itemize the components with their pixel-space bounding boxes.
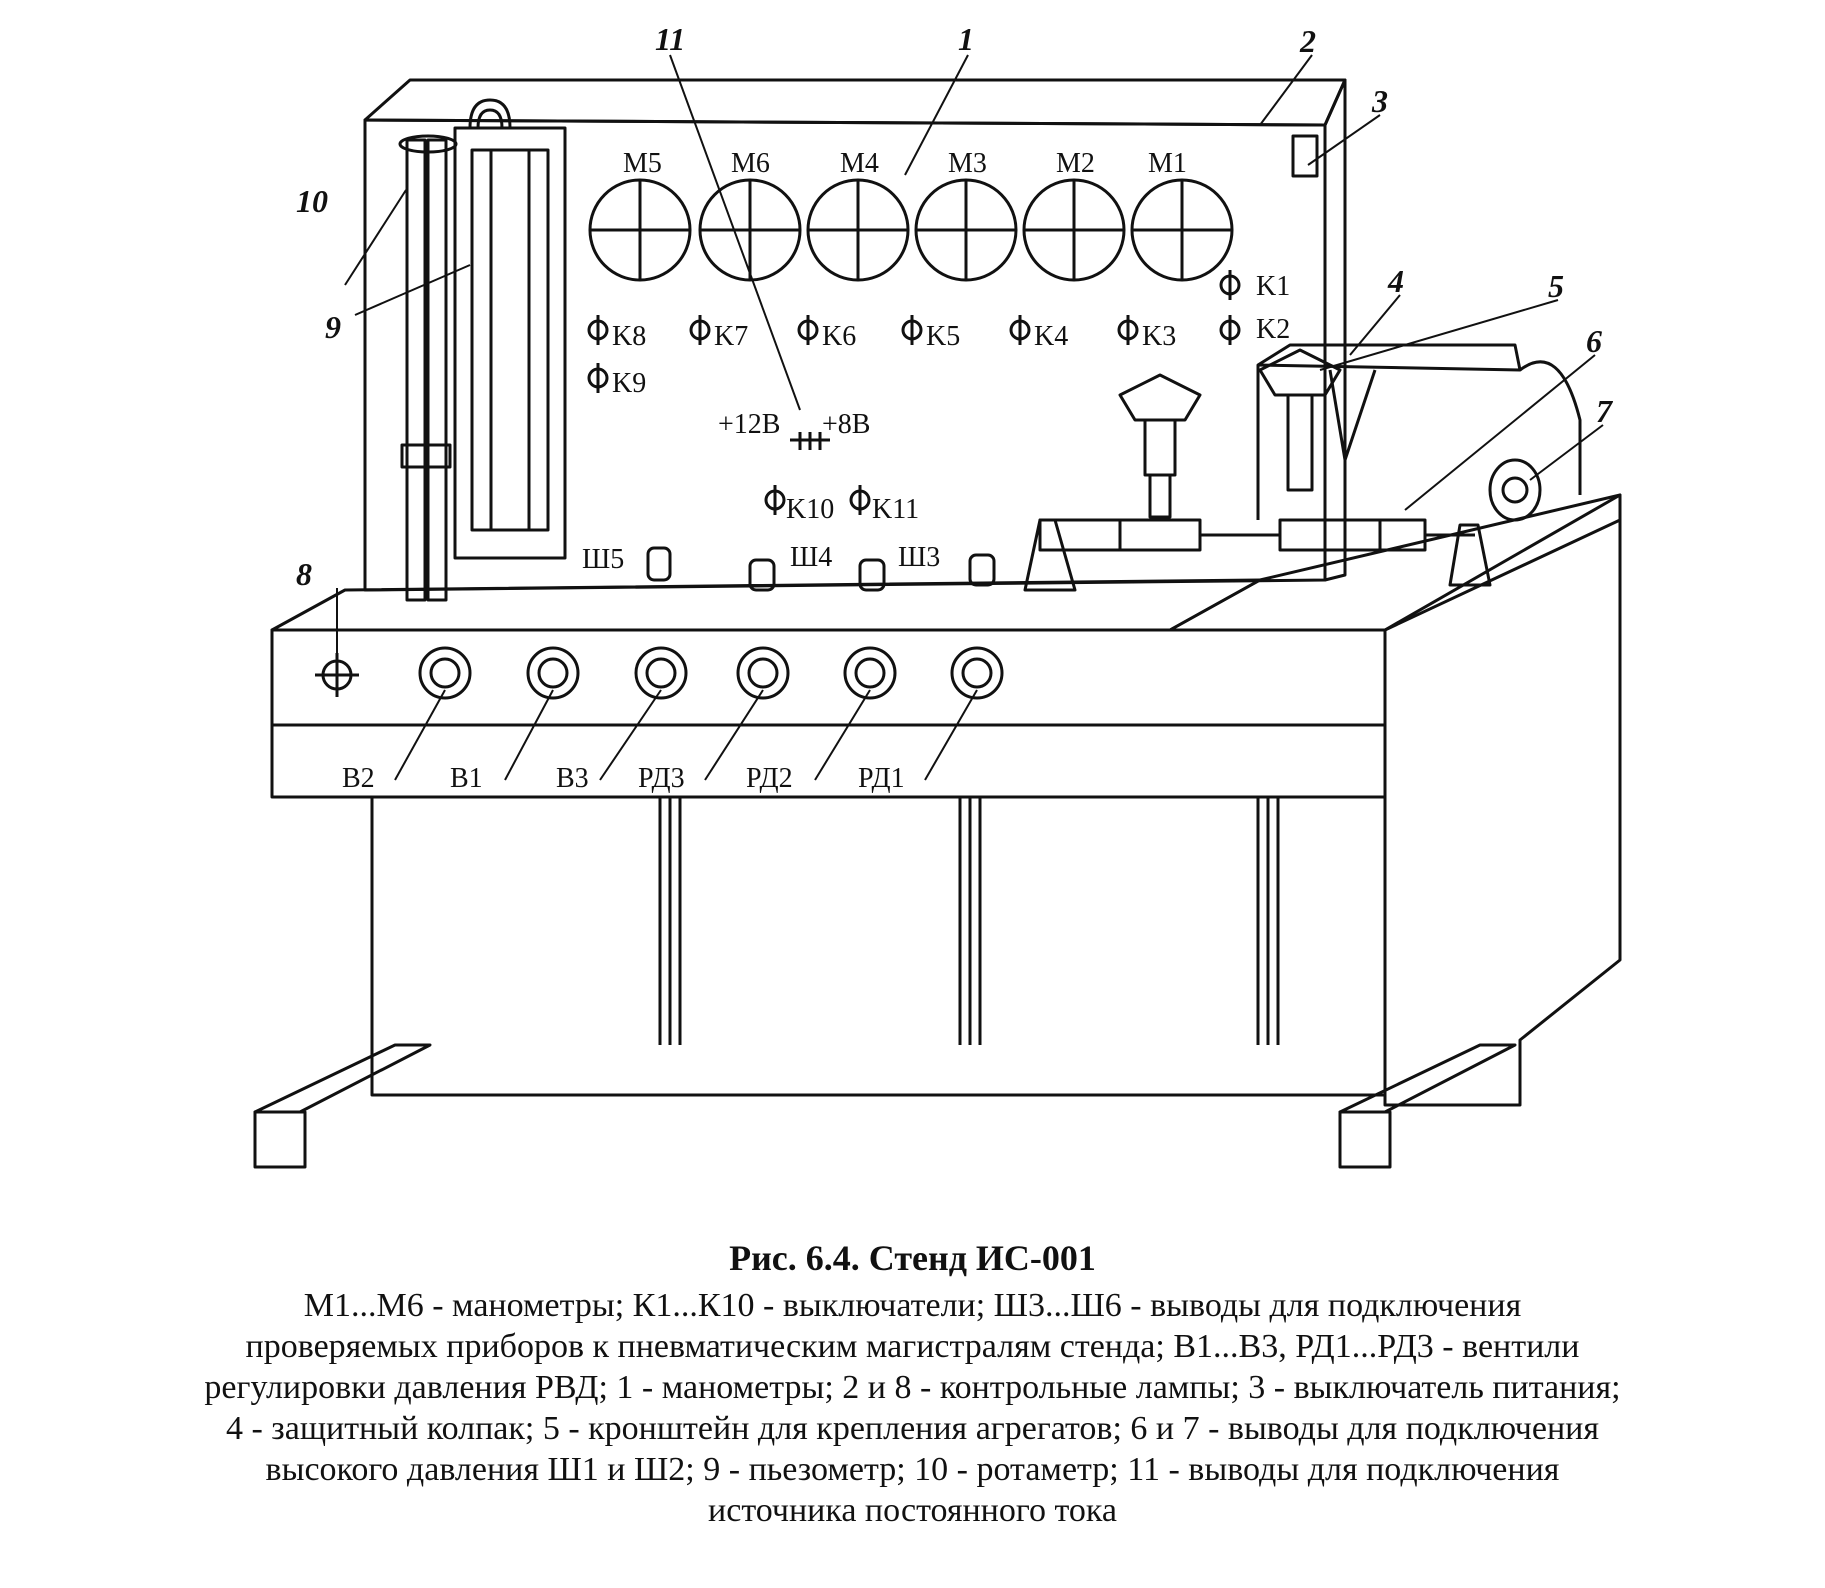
label-m2: M2 <box>1056 148 1095 179</box>
figure-caption: M1...M6 - манометры; К1...К10 - выключат… <box>0 1285 1825 1531</box>
instrument-panel <box>363 78 1347 592</box>
label-k1: K1 <box>1256 271 1290 302</box>
label-k2: K2 <box>1256 314 1290 345</box>
switch-symbols <box>587 270 1241 515</box>
callout-8: 8 <box>296 556 312 592</box>
callout-4: 4 <box>1387 263 1404 299</box>
label-k10: K10 <box>786 494 834 525</box>
label-m3: M3 <box>948 148 987 179</box>
test-stand-drawing: M5 M6 M4 M3 M2 M1 K8 K7 K6 K5 K4 K3 K9 K… <box>253 21 1622 1169</box>
label-k8: K8 <box>612 321 646 352</box>
callout-7: 7 <box>1596 393 1614 429</box>
drawing-labels: M5 M6 M4 M3 M2 M1 K8 K7 K6 K5 K4 K3 K9 K… <box>296 21 1614 794</box>
label-rd1: РД1 <box>858 763 905 794</box>
label-k6: K6 <box>822 321 856 352</box>
label-k5: K5 <box>926 321 960 352</box>
control-lamp-8 <box>315 653 359 697</box>
label-k4: K4 <box>1034 321 1068 352</box>
leader-lines <box>336 54 1604 781</box>
label-8v: +8B <box>822 409 870 440</box>
caption-line: высокого давления Ш1 и Ш2; 9 - пьезометр… <box>265 1451 1560 1488</box>
label-m5: M5 <box>623 148 662 179</box>
gauge-m4 <box>806 178 910 282</box>
label-12v: +12B <box>718 409 780 440</box>
gauge-m2 <box>1022 178 1126 282</box>
valve-knobs <box>418 646 1004 700</box>
power-switch <box>1291 134 1319 178</box>
unit-mount-assembly <box>1023 348 1492 592</box>
work-table <box>270 493 1622 1107</box>
table-base <box>253 795 1517 1169</box>
gauge-m3 <box>914 178 1018 282</box>
callout-9: 9 <box>325 309 341 345</box>
label-m1: M1 <box>1148 148 1187 179</box>
piezometer <box>453 98 567 560</box>
label-m6: M6 <box>731 148 770 179</box>
hp-outlet-7 <box>1488 458 1542 522</box>
label-rd2: РД2 <box>746 763 793 794</box>
label-m4: M4 <box>840 148 879 179</box>
callout-11: 11 <box>655 21 685 57</box>
gauge-m6 <box>698 178 802 282</box>
callout-5: 5 <box>1548 268 1564 304</box>
callout-1: 1 <box>958 21 974 57</box>
callout-6: 6 <box>1586 323 1602 359</box>
label-sh5: Ш5 <box>582 544 624 575</box>
caption-line: проверяемых приборов к пневматическим ма… <box>245 1328 1580 1365</box>
caption-line: регулировки давления РВД; 1 - манометры;… <box>204 1369 1621 1406</box>
callout-2: 2 <box>1299 23 1316 59</box>
label-sh4: Ш4 <box>790 542 832 573</box>
label-sh3: Ш3 <box>898 542 940 573</box>
manometer-row <box>588 178 1234 282</box>
label-k11: K11 <box>872 494 919 525</box>
caption-line: M1...M6 - манометры; К1...К10 - выключат… <box>303 1287 1522 1324</box>
caption-line: источника постоянного тока <box>708 1492 1117 1529</box>
label-b2: B2 <box>342 763 375 794</box>
label-rd3: РД3 <box>638 763 685 794</box>
figure-title: Рис. 6.4. Стенд ИС-001 <box>729 1238 1096 1278</box>
callout-10: 10 <box>296 183 328 219</box>
dc-terminals <box>790 432 830 450</box>
label-k7: K7 <box>714 321 748 352</box>
gauge-m5 <box>588 178 692 282</box>
label-b3: B3 <box>556 763 589 794</box>
outlets <box>646 546 996 592</box>
rotameter <box>398 134 458 602</box>
caption-line: 4 - защитный колпак; 5 - кронштейн для к… <box>225 1410 1600 1447</box>
callout-3: 3 <box>1371 83 1388 119</box>
label-b1: B1 <box>450 763 483 794</box>
protective-hood <box>1256 343 1582 520</box>
label-k3: K3 <box>1142 321 1176 352</box>
gauge-m1 <box>1130 178 1234 282</box>
label-k9: K9 <box>612 368 646 399</box>
